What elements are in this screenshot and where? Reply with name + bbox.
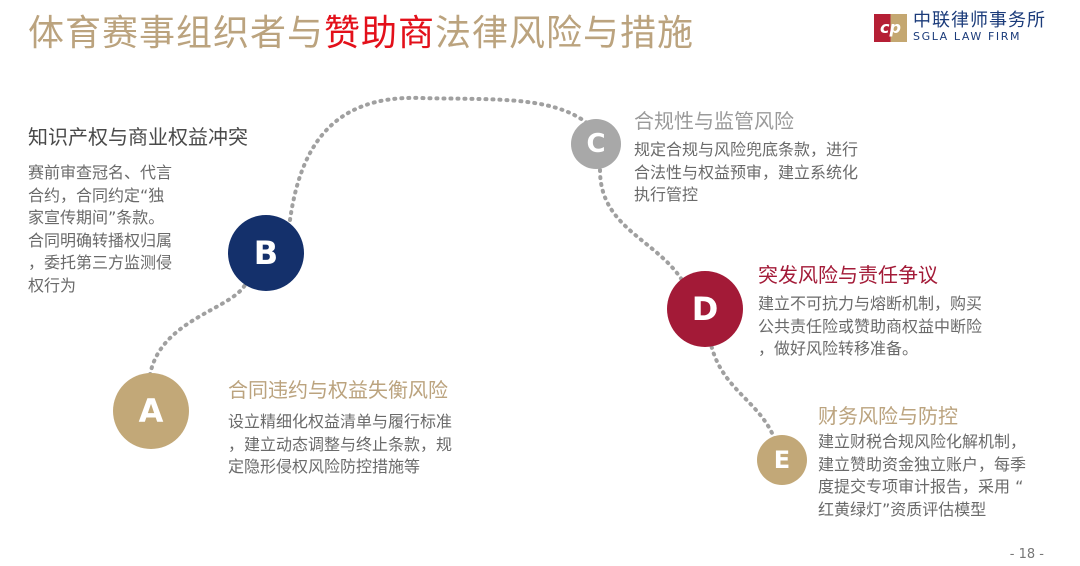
circle-e: E — [757, 435, 807, 485]
circle-c: C — [571, 119, 621, 169]
heading-e: 财务风险与防控 — [818, 404, 958, 428]
heading-c: 合规性与监管风险 — [634, 109, 794, 133]
circle-a: A — [113, 373, 189, 449]
text-c: 规定合规与风险兜底条款，进行合法性与权益预审，建立系统化执行管控 — [634, 140, 859, 204]
logo-mark-icon: cp — [874, 13, 907, 42]
heading-d: 突发风险与责任争议 — [758, 263, 938, 287]
text-d: 建立不可抗力与熔断机制，购买公共责任险或赞助商权益中断险，做好风险转移准备。 — [758, 294, 983, 358]
text-e: 建立财税合规风险化解机制，建立赞助资金独立账户，每季度提交专项审计报告，采用 “… — [818, 432, 1027, 519]
circle-d: D — [667, 271, 743, 347]
logo-en: SGLA LAW FIRM — [913, 30, 1022, 43]
circle-b: B — [228, 215, 304, 291]
text-a: 设立精细化权益清单与履行标准，建立动态调整与终止条款，规定隐形侵权风险防控措施等 — [228, 412, 453, 476]
heading-a: 合同违约与权益失衡风险 — [228, 378, 448, 402]
page-title: 体育赛事组织者与赞助商法律风险与措施 — [28, 13, 695, 54]
text-b: 赛前审查冠名、代言合约，合同约定“独家宣传期间”条款。合同明确转播权归属，委托第… — [28, 163, 173, 295]
heading-b: 知识产权与商业权益冲突 — [28, 125, 248, 149]
page-number: - 18 - — [1009, 547, 1044, 562]
logo-cn: 中联律师事务所 — [913, 10, 1046, 31]
